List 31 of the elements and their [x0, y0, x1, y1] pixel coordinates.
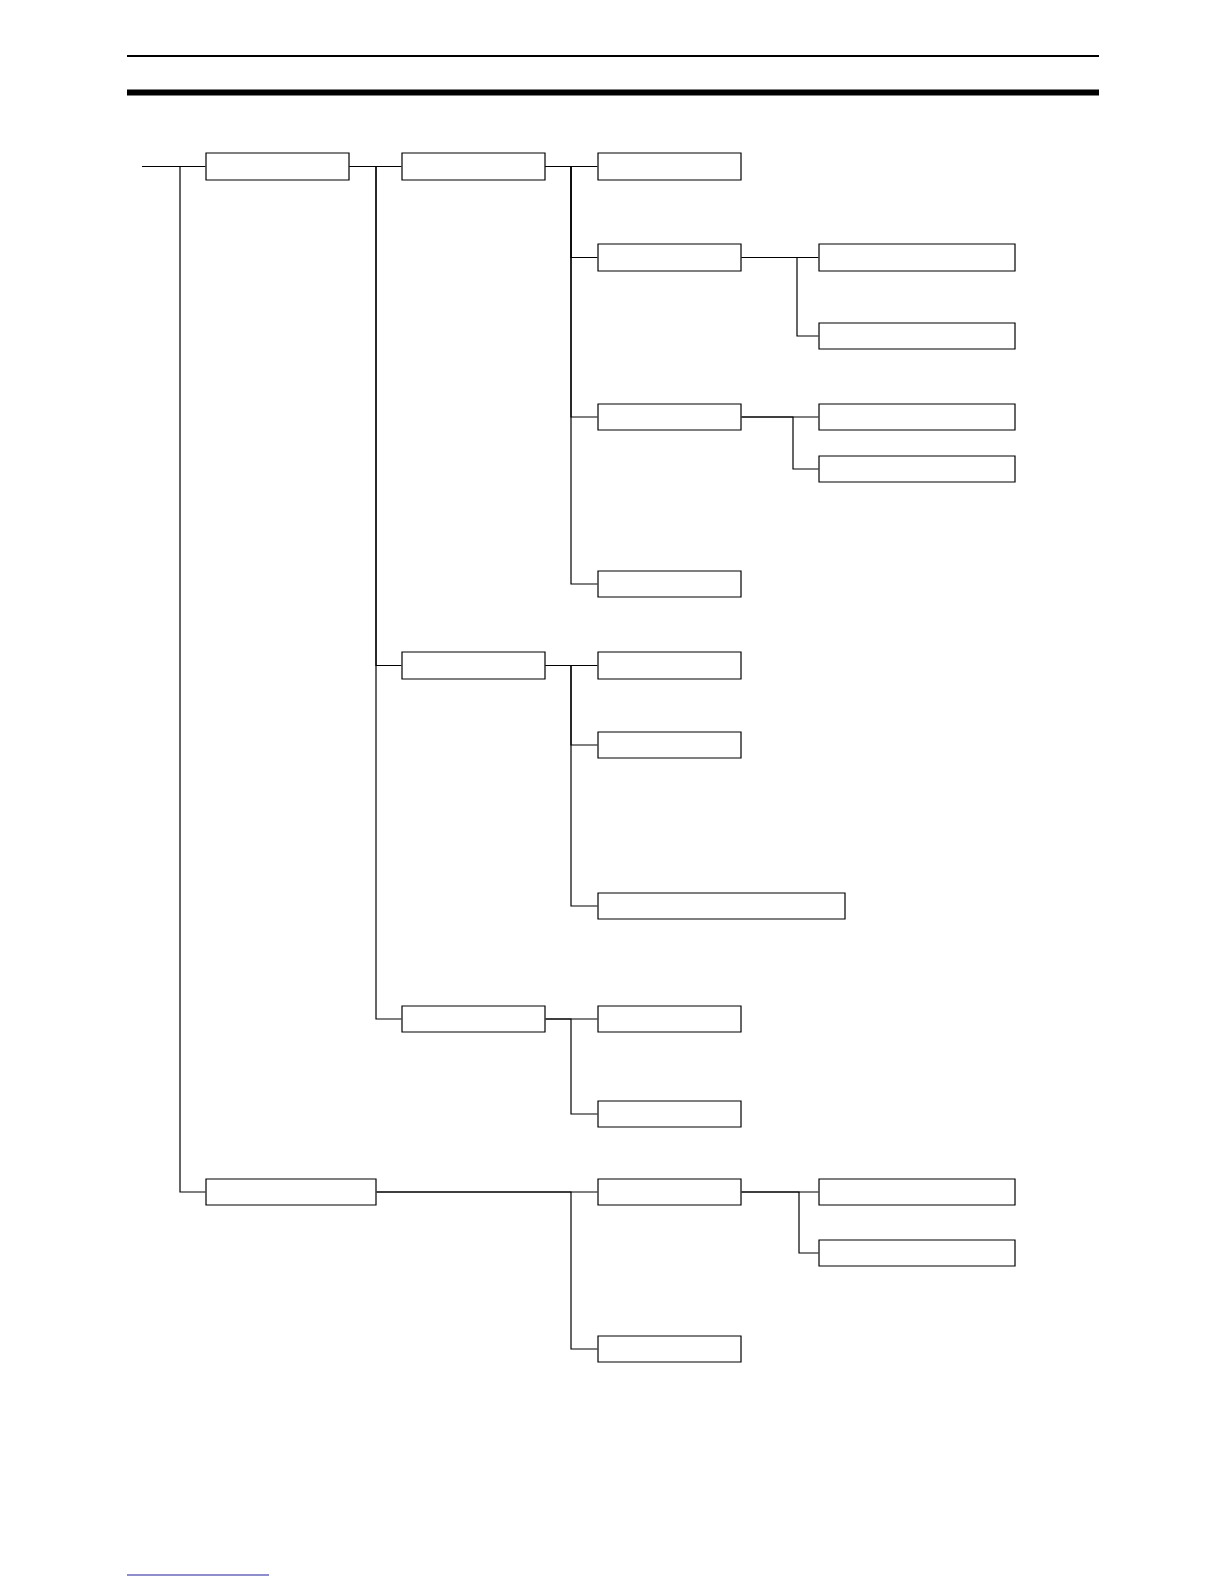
tree-box	[597, 152, 742, 181]
tree-box	[205, 152, 350, 181]
connector-line	[376, 1191, 598, 1350]
tree-box	[818, 243, 1016, 272]
connector-line	[141, 165, 206, 1193]
tree-box	[597, 570, 742, 598]
tree-box	[597, 731, 742, 759]
tree-box	[818, 1239, 1016, 1267]
connector-line	[545, 664, 598, 907]
tree-box	[401, 651, 546, 680]
tree-box	[818, 455, 1016, 483]
connector-line	[545, 165, 598, 585]
tree-box	[597, 1178, 742, 1206]
tree-box	[597, 243, 742, 272]
tree-box	[597, 1100, 742, 1128]
tree-box	[597, 892, 846, 920]
connector-line	[349, 165, 402, 1020]
tree-box	[818, 322, 1016, 350]
connector-line	[741, 416, 819, 470]
tree-box	[818, 1178, 1016, 1206]
connector-line	[741, 256, 819, 337]
tree-box	[818, 403, 1016, 431]
connector-line	[741, 1191, 819, 1254]
tree-box	[205, 1178, 377, 1206]
tree-box	[597, 1005, 742, 1033]
tree-box	[401, 152, 546, 181]
tree-box	[597, 403, 742, 431]
tree-box	[597, 651, 742, 680]
connector-line	[545, 1018, 598, 1115]
tree-box	[401, 1005, 546, 1033]
tree-box	[597, 1335, 742, 1363]
